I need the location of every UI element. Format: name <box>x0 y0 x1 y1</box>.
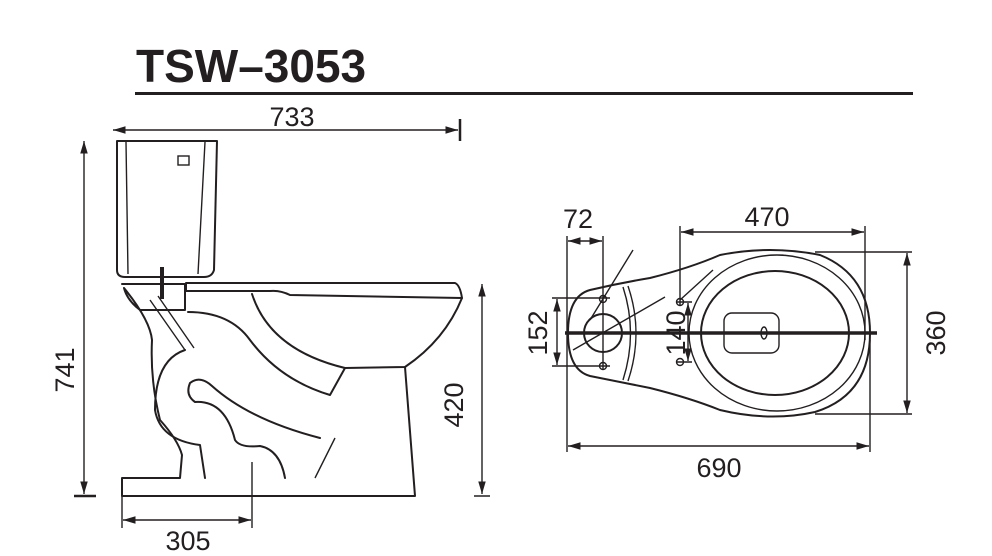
extension-lines <box>552 226 912 452</box>
trapway-inner <box>187 378 321 479</box>
bowl-outline <box>251 293 463 369</box>
dim-overall-height: 741 <box>50 347 80 392</box>
body-outline <box>121 283 416 497</box>
trapway-outer <box>154 349 206 479</box>
tank-outline <box>116 140 218 278</box>
flush-channel <box>149 295 195 351</box>
leader-lines <box>572 249 714 351</box>
flush-button-icon <box>177 155 190 166</box>
bowl-top-outline <box>567 249 871 418</box>
top-view: 72 470 152 140 360 690 <box>523 202 951 483</box>
title-underline <box>135 92 913 95</box>
dim-bowl-length: 470 <box>744 202 789 232</box>
dim-overall-length: 733 <box>269 102 314 132</box>
dim-rough-in: 305 <box>165 526 210 556</box>
dim-tank-bolt-spacing: 152 <box>523 310 553 355</box>
trap-outlet <box>314 437 336 479</box>
dim-seat-bolt-spacing: 140 <box>661 310 691 355</box>
seat-outline <box>185 282 463 299</box>
tank-inner-lines <box>125 141 206 275</box>
dim-width: 360 <box>921 310 951 355</box>
trapway-upper <box>187 311 346 396</box>
dim-tank-bolt-offset: 72 <box>563 204 593 234</box>
side-view: 733 741 420 305 <box>50 102 490 556</box>
dim-rim-height: 420 <box>439 382 469 427</box>
model-title: TSW–3053 <box>136 40 366 92</box>
dim-total-length: 690 <box>696 453 741 483</box>
